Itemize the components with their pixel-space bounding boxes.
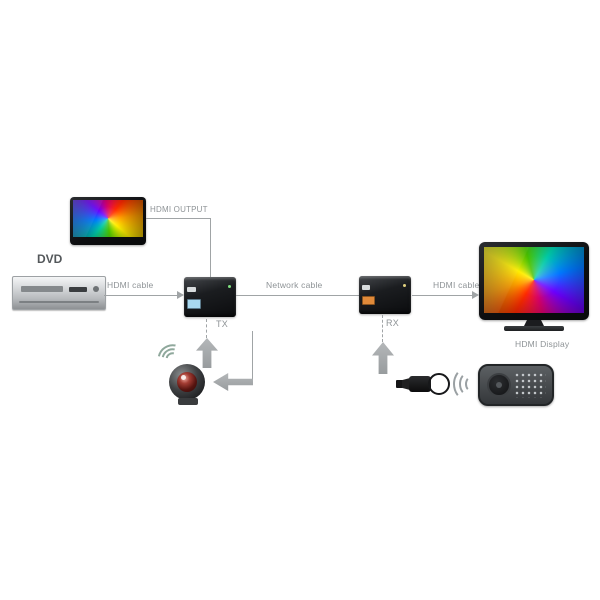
ir-receiver-plug-icon <box>396 370 450 398</box>
hdmi-cable-right-label: HDMI cable <box>433 280 480 290</box>
ir-emitter-pupil <box>177 372 197 392</box>
hdmi-output-line-horizontal <box>146 218 211 219</box>
ir-emitter-left-arrow <box>213 373 253 391</box>
tx-ir-dashed-line <box>206 319 207 338</box>
dvd-front-groove <box>19 301 99 303</box>
dvd-label: DVD <box>37 252 63 266</box>
dvd-display-window <box>69 287 87 292</box>
display-tv-gloss <box>484 247 584 313</box>
rx-ir-dashed-line <box>382 315 383 342</box>
ir-emitter-feed-line <box>252 331 253 382</box>
plug-tip <box>396 380 403 388</box>
display-tv-icon <box>479 242 589 320</box>
ir-emitter-eye-icon <box>169 364 205 400</box>
rx-led <box>403 284 406 287</box>
hdmi-output-line-vertical <box>210 218 211 277</box>
hdmi-cable-left-label: HDMI cable <box>107 280 154 290</box>
plug-cable-loop <box>428 373 450 395</box>
hdmi-cable-right-arrowhead <box>472 291 479 299</box>
display-tv-stand-base <box>504 326 564 331</box>
remote-control-icon <box>478 364 554 406</box>
tx-port-blue <box>187 299 201 309</box>
tx-ir-up-arrow <box>196 338 218 368</box>
remote-dpad-center <box>496 382 502 388</box>
local-monitor-gloss <box>73 200 143 237</box>
wave-arc-3 <box>453 368 478 400</box>
ir-emitter-base <box>178 398 198 405</box>
network-cable-line <box>236 295 359 296</box>
hdmi-cable-left-line <box>104 295 177 296</box>
rx-port-orange <box>362 296 375 305</box>
tx-led <box>228 285 231 288</box>
hdmi-cable-right-line <box>412 295 472 296</box>
rx-label: RX <box>386 318 399 328</box>
hdmi-display-label: HDMI Display <box>515 339 570 349</box>
network-cable-label: Network cable <box>266 280 323 290</box>
dvd-player-icon <box>12 276 106 310</box>
remote-buttons <box>514 372 546 398</box>
display-tv-screen <box>484 247 584 313</box>
rx-extender-icon <box>359 276 411 314</box>
hdmi-output-label: HDMI OUTPUT <box>150 205 208 214</box>
plug-body <box>409 376 431 392</box>
remote-dpad <box>487 373 511 397</box>
local-monitor-screen <box>73 200 143 237</box>
dvd-tray-slot <box>21 286 63 292</box>
tx-extender-icon <box>184 277 236 317</box>
rx-port-white <box>362 285 370 290</box>
tx-port-white <box>187 287 196 292</box>
hdmi-cable-left-arrowhead <box>177 291 184 299</box>
rx-ir-up-arrow <box>372 342 394 374</box>
ir-emitter-highlight <box>181 375 186 380</box>
plug-cone <box>402 378 410 390</box>
tx-label: TX <box>216 319 228 329</box>
display-tv-stand-neck <box>524 320 544 326</box>
dvd-power-knob <box>93 286 99 292</box>
remote-signal-icon <box>452 368 478 400</box>
local-monitor-icon <box>70 197 146 245</box>
